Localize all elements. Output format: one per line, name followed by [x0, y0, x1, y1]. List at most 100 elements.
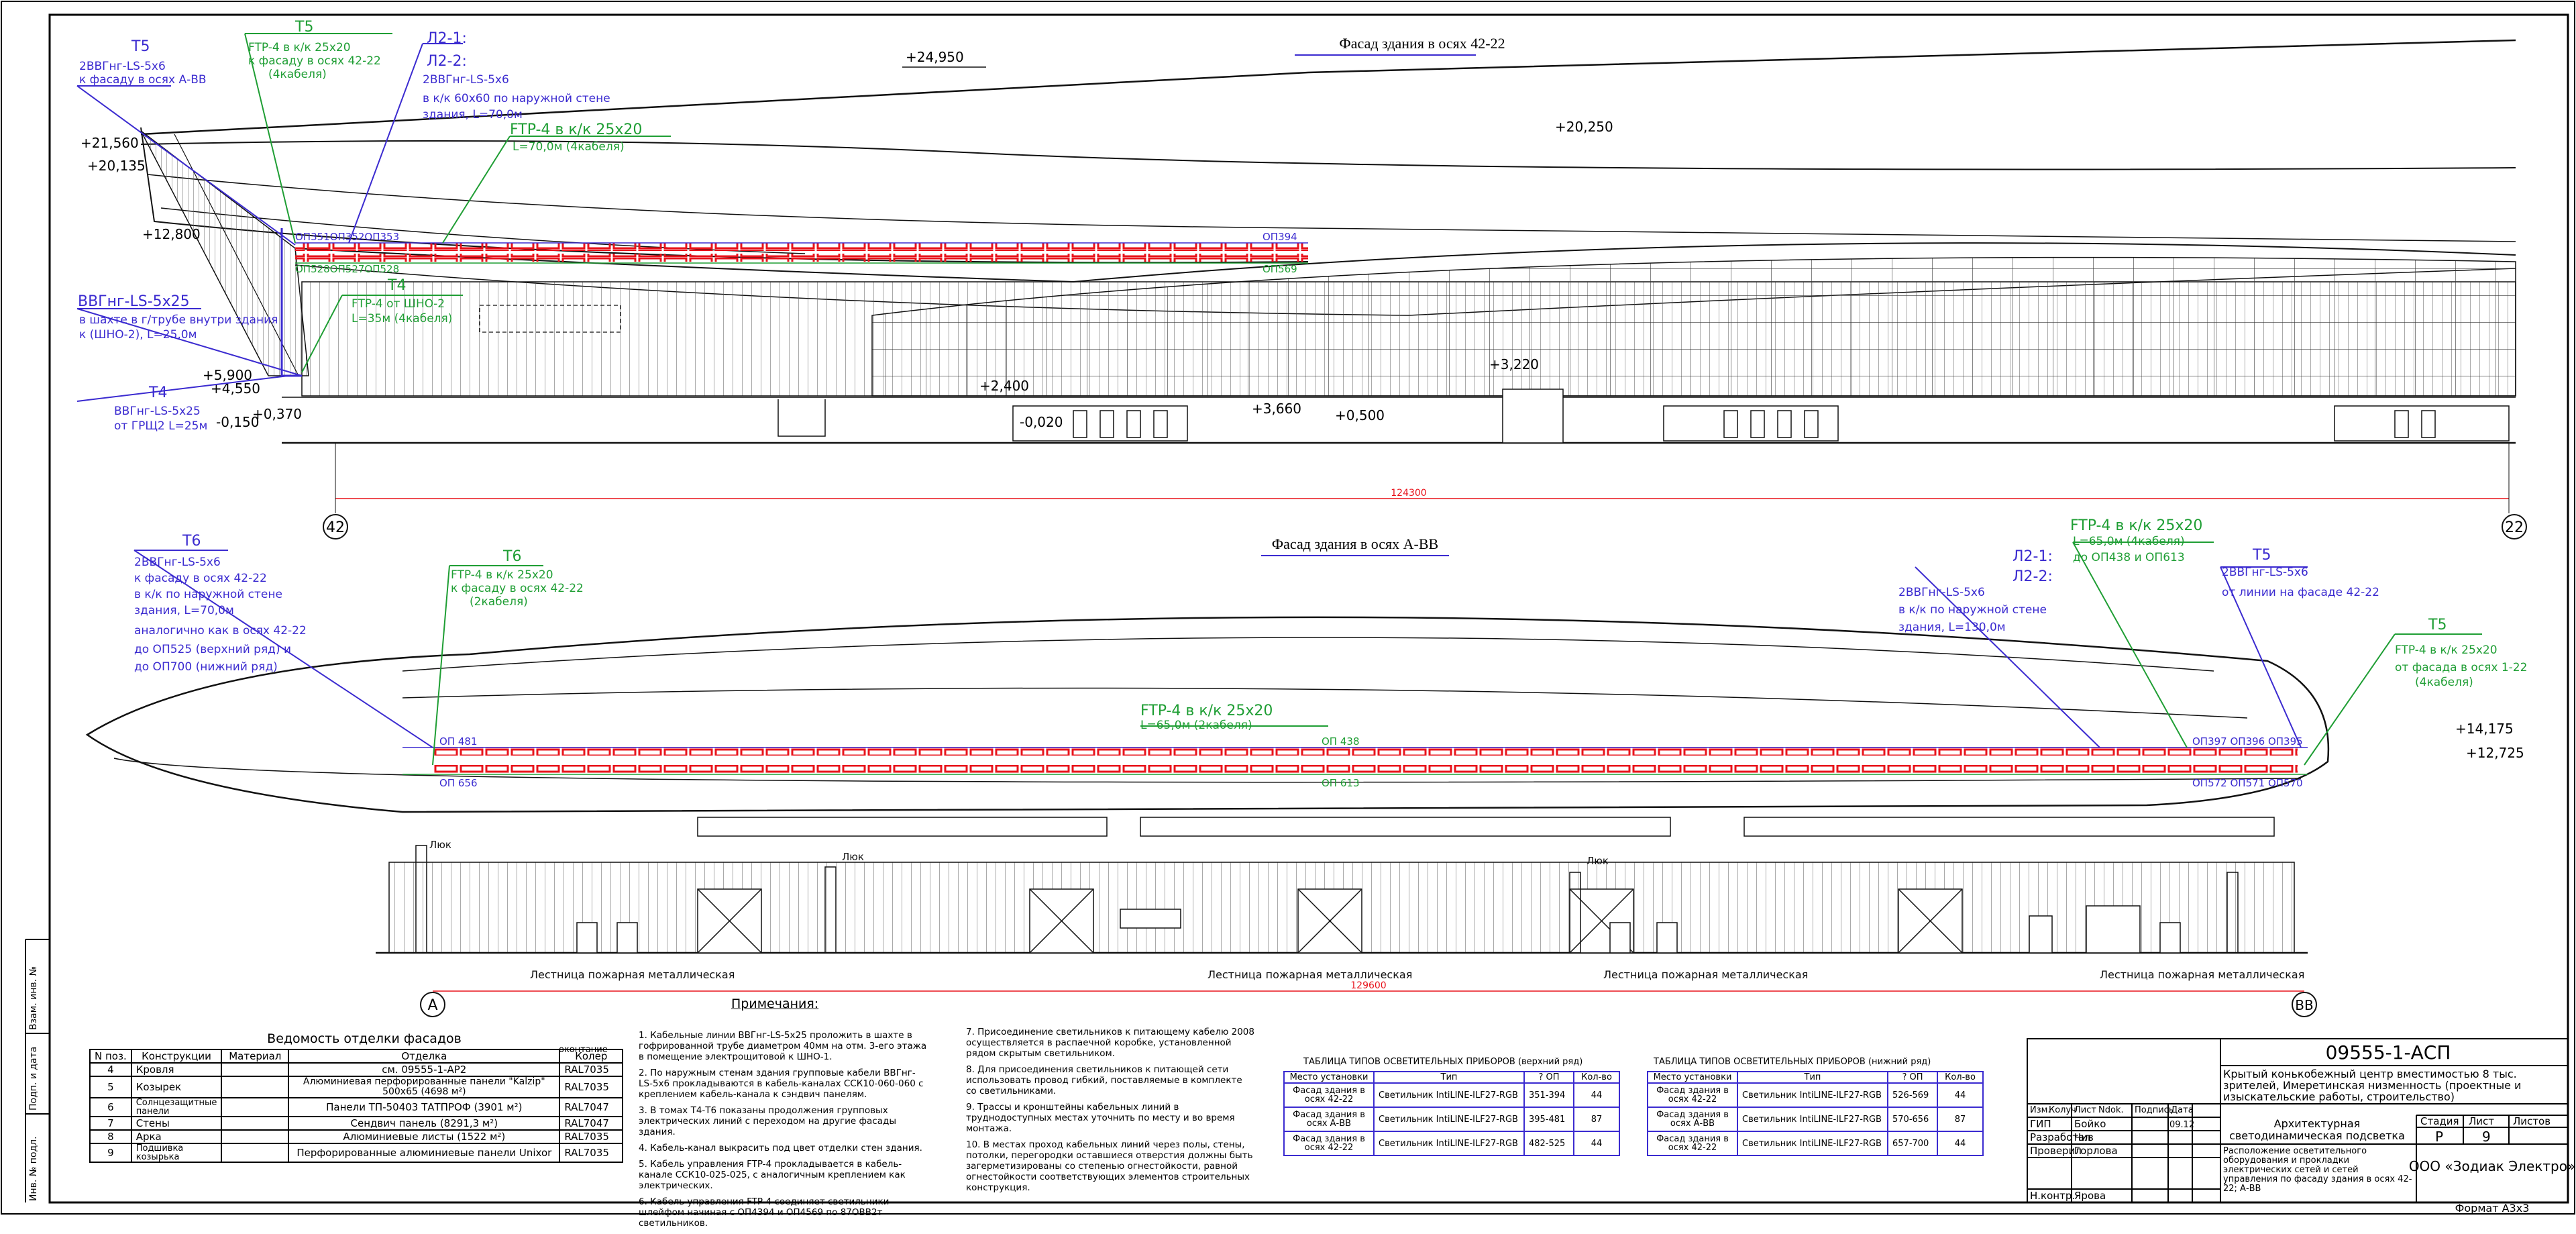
callout-text: ОП397 ОП396 ОП395 [2192, 735, 2303, 748]
cell: 351-394 [1523, 1082, 1574, 1108]
callout-text: Т6 [502, 548, 521, 565]
stamp-text: Изм. [2030, 1105, 2051, 1115]
callouts-bottom: Т6 2ВВГнг-LS-5х6 к фасаду в осях 42-22 в… [134, 517, 2527, 981]
side-label-inv-podl: Инв. № подл. [28, 1136, 39, 1201]
col-header: Кол-во [1937, 1071, 1984, 1084]
stamp-text: Разработал [2030, 1131, 2091, 1143]
sheet-format: Формат А3х3 [2455, 1202, 2530, 1215]
stamp-text: Бойко [2074, 1118, 2106, 1130]
cell: Подшивка козырька [130, 1143, 223, 1163]
note-item: 8. Для присоединения светильников к пита… [966, 1064, 1242, 1096]
callout-text: Т5 [2252, 547, 2271, 564]
stamp-text: Стадия [2420, 1115, 2459, 1127]
facade-top: 124300 [140, 39, 2516, 513]
facade-bottom: 129600 [85, 616, 2330, 992]
cell: 526-569 [1887, 1082, 1938, 1108]
cell: Солнцезащитные панели [130, 1097, 223, 1117]
cell [221, 1076, 290, 1098]
callout-text: 2ВВГнг-LS-5х6 [2222, 566, 2308, 579]
cell: RAL7035 [559, 1129, 624, 1144]
drawing-code: 09555-1-АСП [2326, 1041, 2451, 1064]
callout-text: к фасаду в осях А-ВВ [79, 73, 207, 87]
callout-text: ВВГнг-LS-5х25 [114, 405, 201, 418]
level-mark: +24,950 [906, 49, 964, 65]
callout-text: Л2-1: [427, 30, 467, 47]
cell: 482-525 [1523, 1131, 1574, 1156]
stamp-text: 9 [2482, 1129, 2491, 1145]
level-mark: +0,500 [1335, 407, 1385, 423]
cell [221, 1097, 290, 1117]
callout-text: в к/к по наружной стене [1898, 603, 2047, 617]
callout-text: ОП 656 [439, 777, 477, 789]
luminaire-table-upper: ТАБЛИЦА ТИПОВ ОСВЕТИТЕЛЬНЫХ ПРИБОРОВ (ве… [1283, 1057, 1620, 1156]
cell: Козырек [130, 1076, 223, 1098]
axis-22: 22 [2505, 519, 2524, 536]
callout-text: Лестница пожарная металлическая [530, 968, 735, 981]
finish-table-title: Ведомость отделки фасадов [267, 1031, 462, 1046]
stamp-project: Крытый конькобежный центр вместимостью 8… [2223, 1068, 2522, 1103]
callout-text: 2ВВГнг-LS-5х6 [1898, 586, 1985, 599]
note-item: 1. Кабельные линии ВВГнг-LS-5х25 проложи… [639, 1030, 927, 1062]
axis-22-bubble [2502, 514, 2527, 539]
luminaire-table-lower: ТАБЛИЦА ТИПОВ ОСВЕТИТЕЛЬНЫХ ПРИБОРОВ (ни… [1647, 1057, 1984, 1156]
cell: RAL7047 [559, 1097, 624, 1117]
callout-text: ОП528ОП527ОП528 [295, 263, 399, 275]
cell: 9 [89, 1143, 132, 1163]
level-marks-bottom: +14,175 +12,725 [2455, 721, 2524, 761]
callout-text: Л2-1: [2012, 548, 2053, 565]
cell: Фасад здания в осях А-ВВ [1647, 1107, 1738, 1132]
col-header: Тип [1737, 1071, 1888, 1084]
cell: RAL7047 [559, 1116, 624, 1131]
note-item: 5. Кабель управления FTP-4 прокладываетс… [639, 1159, 906, 1191]
cell: Светильник IntiLINE-ILF27-RGB [1373, 1131, 1525, 1156]
cell [221, 1129, 290, 1144]
cell: Алюминиевые листы (1522 м²) [288, 1129, 561, 1144]
cell: 44 [1573, 1131, 1620, 1156]
callout-text: ОП 481 [439, 735, 477, 748]
callout-text: ОП 438 [1322, 735, 1359, 748]
table-header-row: Место установки Тип ? ОП Кол-во [1283, 1071, 1620, 1084]
callout-text: здания, L=70,0м [423, 108, 523, 121]
lum-lower-title: ТАБЛИЦА ТИПОВ ОСВЕТИТЕЛЬНЫХ ПРИБОРОВ (ни… [1654, 1057, 1931, 1067]
callout-text: аналогично как в осях 42-22 [134, 624, 307, 637]
note-item: 9. Трассы и кронштейны кабельных линий в… [966, 1102, 1235, 1134]
cell: 44 [1937, 1131, 1984, 1156]
callout-text: в к/к по наружной стене [134, 588, 282, 601]
callout-text: ОП394 [1263, 231, 1297, 243]
callout-text: FTP-4 в к/к 25х20 [2395, 644, 2498, 657]
callout-text: от ГРЩ2 L=25м [114, 419, 207, 433]
finish-table: Ведомость отделки фасадов оконтание N по… [89, 1031, 624, 1163]
stamp-section: Архитектурная светодинамическая подсветк… [2229, 1117, 2405, 1142]
level-mark: +20,250 [1555, 119, 1613, 135]
title-facade-bottom: Фасад здания в осях А-ВВ [1272, 535, 1438, 552]
stamp-text: Лист [2469, 1115, 2494, 1127]
callout-text: FTP-4 в к/к 25х20 [451, 568, 553, 582]
cell: Арка [130, 1129, 223, 1144]
cell: Светильник IntiLINE-ILF27-RGB [1737, 1107, 1888, 1132]
callout-text: до ОП700 (нижний ряд) [134, 660, 278, 674]
cell: Фасад здания в осях 42-22 [1283, 1131, 1375, 1156]
callout-text: до ОП438 и ОП613 [2073, 551, 2185, 564]
cell: 6 [89, 1097, 132, 1117]
cell: 87 [1937, 1107, 1984, 1132]
callout-text: от линии на фасаде 42-22 [2222, 586, 2379, 599]
cell: 7 [89, 1116, 132, 1131]
callout-text: ОП572 ОП571 ОП570 [2192, 777, 2303, 789]
cell: 5 [89, 1076, 132, 1098]
cell: 4 [89, 1062, 132, 1077]
level-mark: +21,560 [80, 135, 139, 151]
callout-text: Т4 [387, 277, 406, 294]
cell: RAL7035 [559, 1076, 624, 1098]
title-block [2027, 1038, 2569, 1203]
callout-text: FTP-4 в к/к 25х20 [1140, 703, 1273, 719]
cell: RAL7035 [559, 1143, 624, 1163]
cell: Панели ТП-50403 ТАТПРОФ (3901 м²) [288, 1097, 561, 1117]
